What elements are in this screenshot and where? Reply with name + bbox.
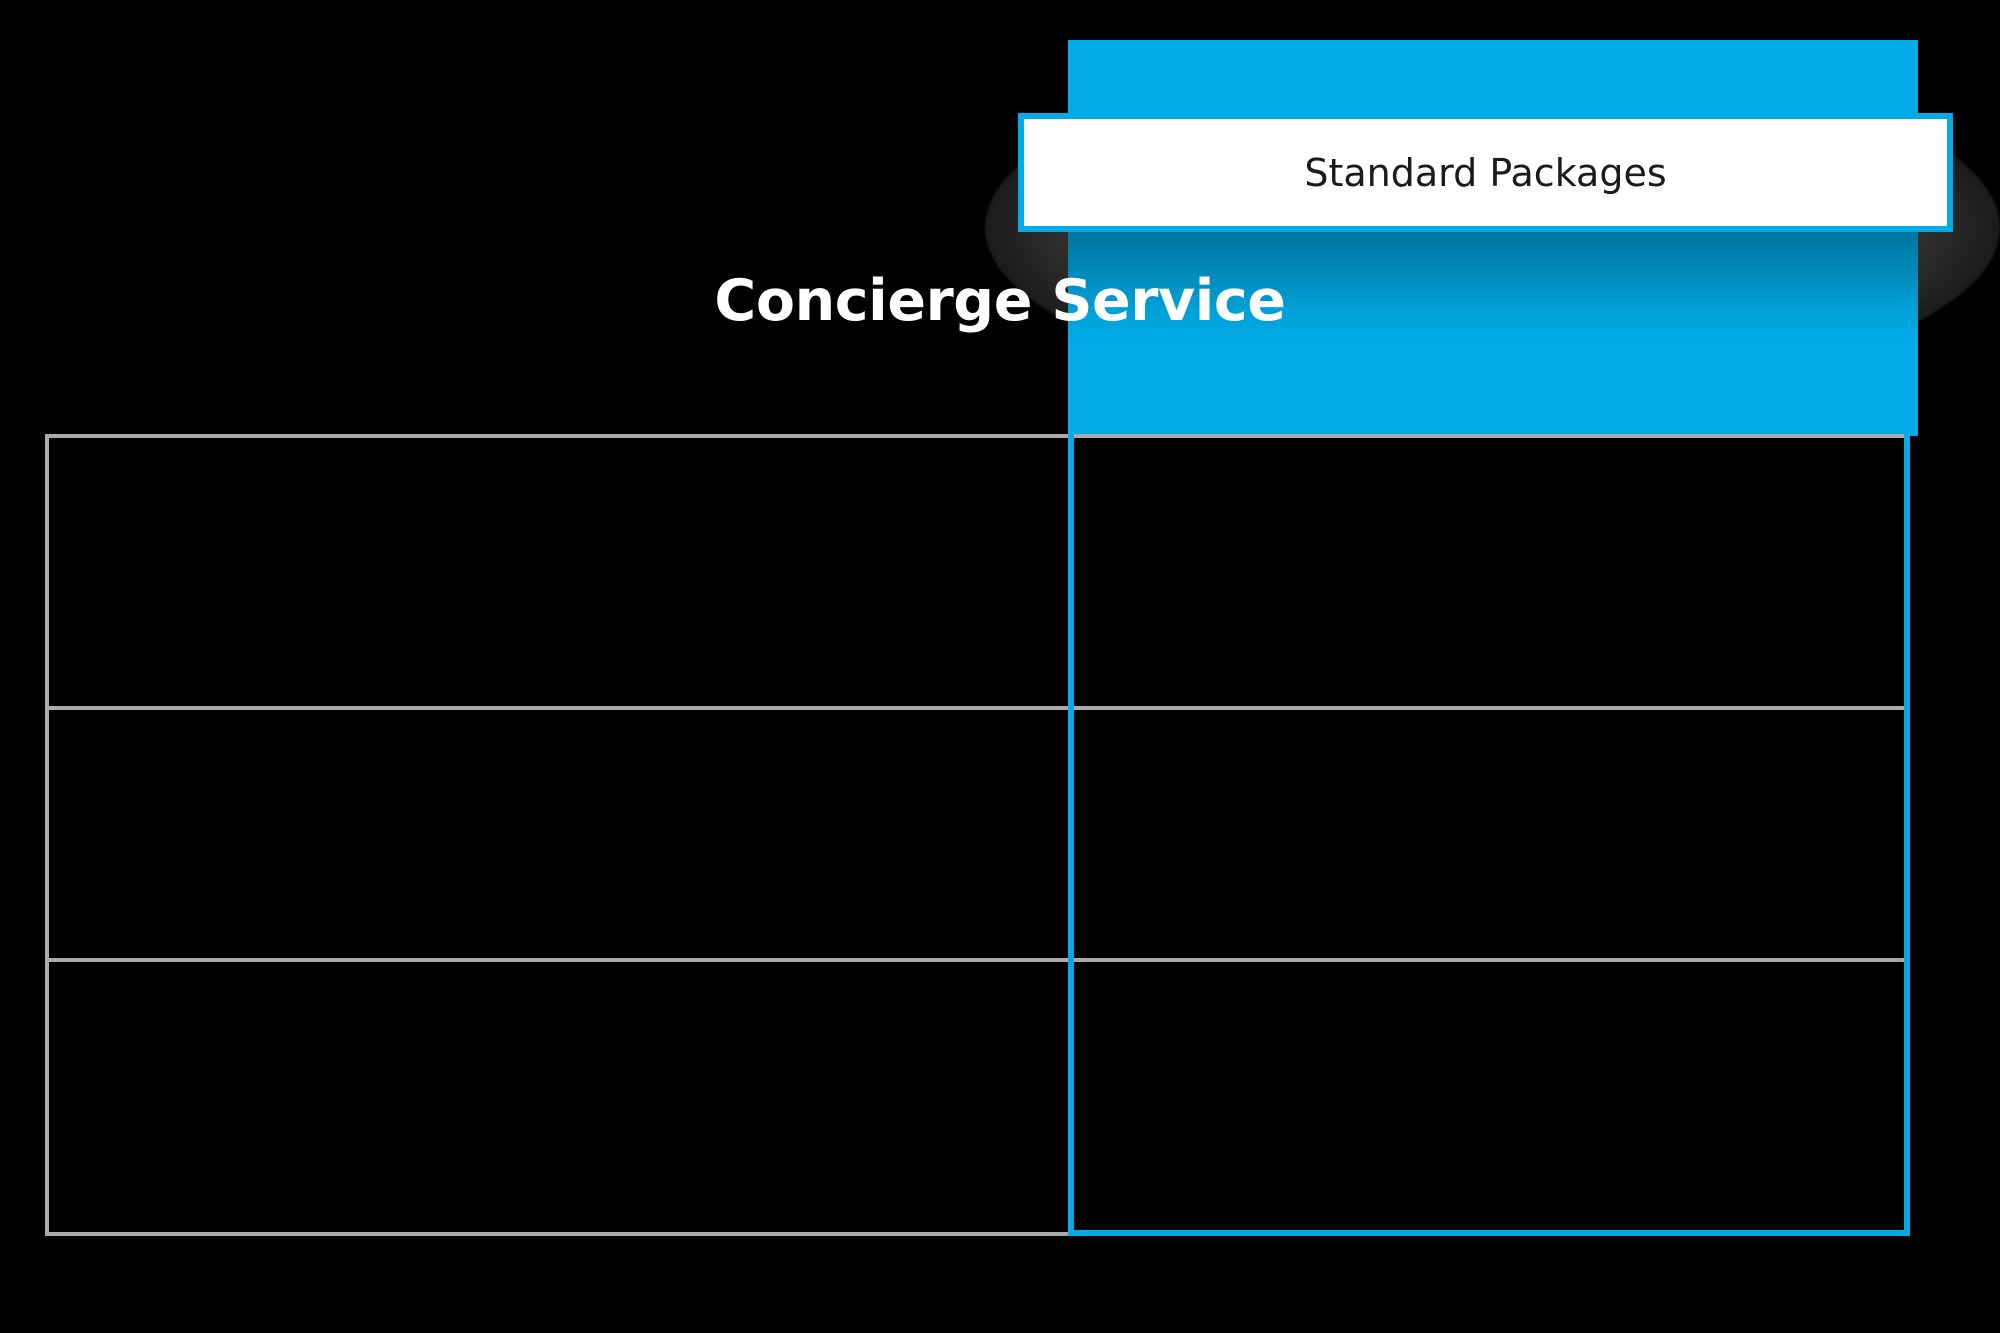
- table-cell-label: [49, 962, 1070, 1236]
- comparison-table: [45, 434, 1910, 1236]
- table-cell-feature: [1070, 710, 1910, 958]
- table-cell-feature: [1070, 438, 1910, 706]
- feature-column-header: [1068, 40, 1918, 436]
- table-cell-label: [49, 438, 1070, 706]
- table-row: [49, 438, 1906, 706]
- tab-standard-packages[interactable]: Standard Packages: [1018, 113, 1953, 232]
- table-cell-feature: [1070, 962, 1910, 1236]
- tab-label: Standard Packages: [1304, 150, 1667, 195]
- table-row: [49, 706, 1906, 958]
- table-row: [49, 958, 1906, 1236]
- feature-column-title: Concierge Service: [714, 268, 1286, 334]
- table-cell-label: [49, 710, 1070, 958]
